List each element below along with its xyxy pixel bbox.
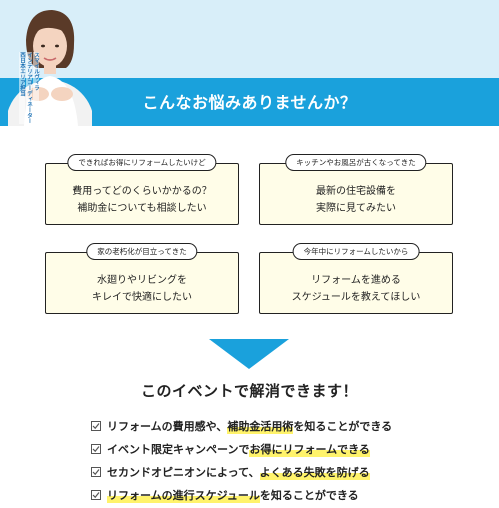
checkbox-check-icon — [91, 443, 101, 454]
checkbox-check-icon — [91, 420, 101, 431]
hero-banner: スマイルヴィラ インテリアコーディネーター 西日本エリア担当 こんなお悩みありま… — [0, 0, 499, 126]
concern-card-tab: 家の老朽化が目立ってきた — [86, 243, 198, 260]
benefit-highlight: よくある失敗を防げる — [259, 463, 370, 480]
concern-card: できればお得にリフォームしたいけど 費用ってどのくらいかかるの？ 補助金について… — [45, 154, 239, 225]
benefit-item: リフォームの費用感や、補助金活用術を知ることができる — [91, 414, 392, 437]
concern-card-line: 実際に見てみたい — [316, 203, 396, 214]
concern-card: キッチンやお風呂が古くなってきた 最新の住宅設備を 実際に見てみたい — [259, 154, 453, 225]
concern-card-body: リフォームを進める スケジュールを教えてほしい — [260, 272, 452, 306]
benefit-highlight: リフォームの進行スケジュール — [107, 486, 260, 503]
checkbox-check-icon — [91, 489, 101, 500]
benefit-item: イベント限定キャンペーンでお得にリフォームできる — [91, 437, 392, 460]
benefit-text: を知ることができる — [259, 488, 359, 502]
benefit-list: リフォームの費用感や、補助金活用術を知ることができる イベント限定キャンペーンで… — [91, 414, 392, 506]
solution-heading: このイベントで解消できます！ — [140, 382, 358, 400]
concern-card-line: 最新の住宅設備を — [316, 186, 396, 197]
concern-card-line: キレイで快適にしたい — [92, 292, 192, 303]
benefit-item: セカンドオピニオンによって、よくある失敗を防げる — [91, 460, 392, 483]
concern-card-body: 最新の住宅設備を 実際に見てみたい — [260, 183, 452, 217]
concern-card-line: 費用ってどのくらいかかるの？ — [72, 186, 212, 197]
benefit-text: セカンドオピニオンによって、 — [107, 465, 260, 479]
benefit-highlight: お得にリフォームできる — [249, 440, 370, 457]
benefit-text: イベント限定キャンペーンで — [107, 442, 250, 456]
advisor-caption: スマイルヴィラ インテリアコーディネーター 西日本エリア担当 — [19, 52, 39, 124]
concern-card-tab: 今年中にリフォームしたいから — [292, 243, 420, 260]
concerns-heading: こんなお悩みありませんか？ — [142, 93, 357, 112]
concern-card: 今年中にリフォームしたいから リフォームを進める スケジュールを教えてほしい — [259, 243, 453, 314]
advisor-caption-line: インテリアコーディネーター — [26, 52, 32, 124]
concern-card-line: リフォームを進める — [311, 275, 401, 286]
concern-card: 家の老朽化が目立ってきた 水廻りやリビングを キレイで快適にしたい — [45, 243, 239, 314]
concern-card-body: 水廻りやリビングを キレイで快適にしたい — [46, 272, 238, 306]
benefit-item: リフォームの進行スケジュールを知ることができる — [91, 483, 392, 506]
checkbox-check-icon — [91, 466, 101, 477]
concern-card-body: 費用ってどのくらいかかるの？ 補助金についても相談したい — [46, 183, 238, 217]
concern-card-line: 補助金についても相談したい — [77, 203, 207, 214]
advisor-photo: スマイルヴィラ インテリアコーディネーター 西日本エリア担当 — [8, 6, 92, 126]
down-triangle-icon — [209, 339, 289, 369]
benefit-text: を知ることができる — [293, 419, 393, 433]
concern-card-line: スケジュールを教えてほしい — [291, 292, 421, 303]
advisor-caption-line: スマイルヴィラ — [33, 52, 39, 124]
advisor-caption-line: 西日本エリア担当 — [19, 52, 25, 124]
concern-card-line: 水廻りやリビングを — [97, 275, 187, 286]
benefit-highlight: 補助金活用術 — [227, 417, 294, 434]
concern-card-tab: キッチンやお風呂が古くなってきた — [285, 154, 427, 171]
concern-card-tab: できればお得にリフォームしたいけど — [67, 154, 217, 171]
benefit-text: リフォームの費用感や、 — [107, 419, 228, 433]
